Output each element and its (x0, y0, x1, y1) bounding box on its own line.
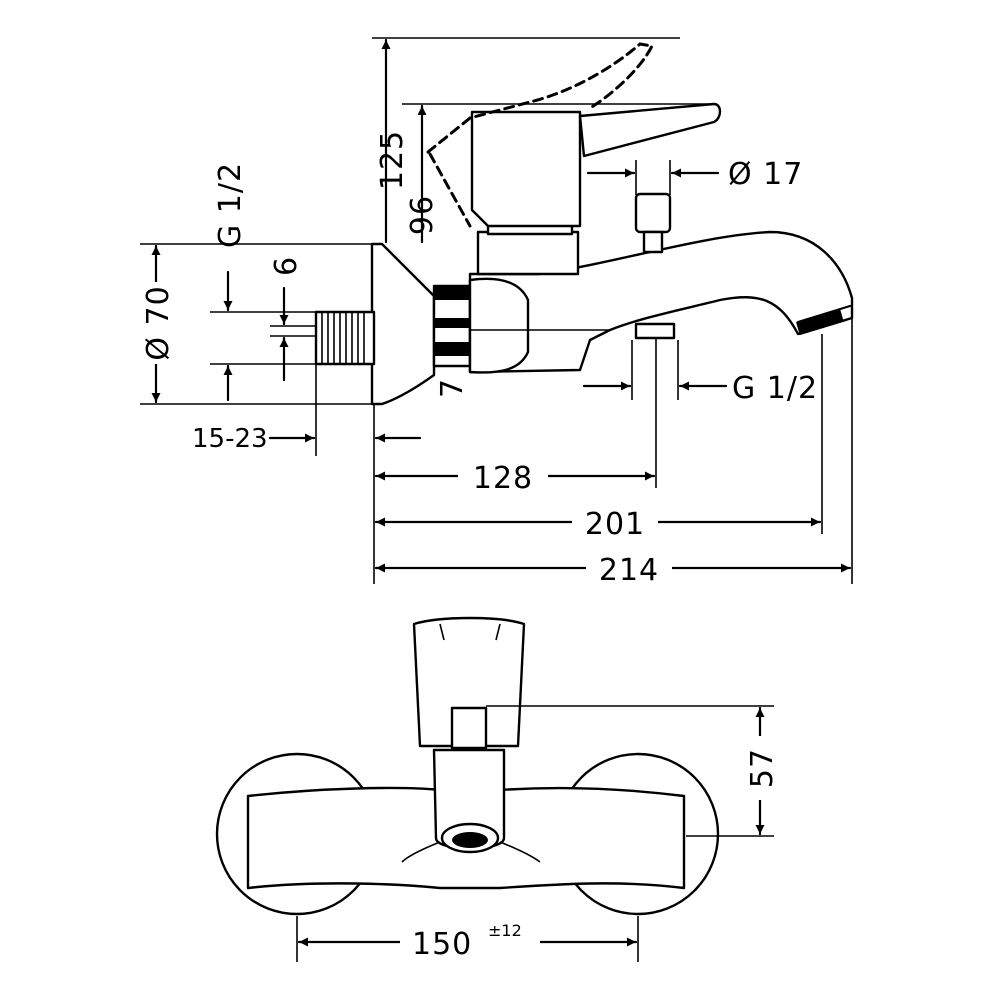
dim-150: 150 (412, 927, 472, 962)
dim-6: 6 (269, 256, 304, 276)
dim-dia-17: Ø 17 (728, 157, 803, 192)
dim-128: 128 (473, 461, 533, 496)
dim-201: 201 (585, 507, 645, 542)
front-diverter-knob (450, 706, 488, 750)
lever-arm (578, 102, 722, 158)
dim-214: 214 (599, 553, 659, 588)
threaded-inlet (314, 310, 376, 366)
dim-7: 7 (435, 378, 470, 398)
dim-57: 57 (745, 748, 780, 788)
dim-150-tolerance: ±12 (488, 921, 522, 940)
dim-g12-outlet: G 1/2 (732, 371, 818, 406)
cartridge-housing (476, 230, 580, 276)
lever-handle (470, 110, 582, 228)
dim-g12-inlet: G 1/2 (213, 162, 248, 248)
front-lever-handle (412, 616, 526, 748)
dim-96: 96 (405, 195, 440, 235)
escutcheon-profile (370, 242, 436, 406)
dim-125: 125 (375, 130, 410, 190)
dim-dia-70: Ø 70 (141, 285, 176, 360)
dim-15-23: 15-23 (192, 424, 268, 454)
lever-raised-outline (426, 42, 655, 228)
spout-body (468, 230, 854, 374)
front-view: 57 150 ±12 (215, 616, 780, 962)
diverter-knob (634, 192, 672, 234)
body-front-block (468, 277, 530, 374)
side-view: 125 96 Ø 17 G 1/2 6 7 Ø 70 (140, 37, 854, 588)
union-nut (432, 284, 472, 368)
bath-outlet (634, 322, 676, 340)
